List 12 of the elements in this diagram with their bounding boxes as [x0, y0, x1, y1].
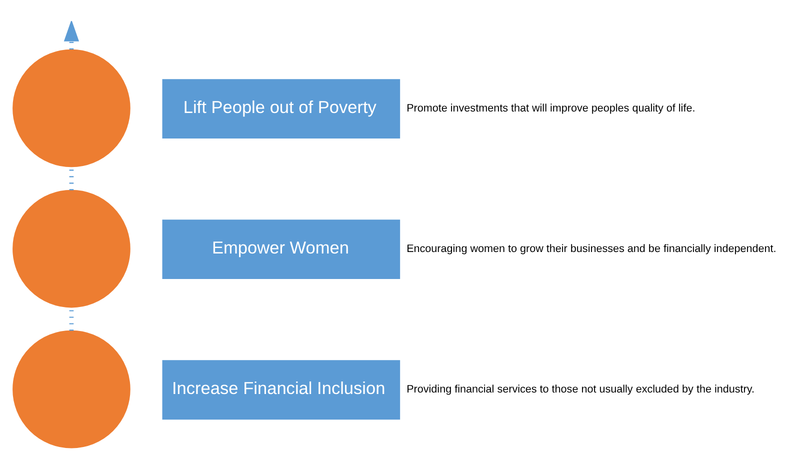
arrow	[64, 21, 80, 50]
node-circle	[12, 49, 130, 168]
node-label: Promote investments that will improve peoples quality of life.	[406, 102, 696, 114]
node-label: Providing financial services to those not usually excluded by the industry.	[406, 384, 754, 396]
node-box: Increase Financial Inclusion	[162, 360, 400, 420]
node-label: Encouraging women to grow their businesses and be financially independent.	[406, 243, 776, 256]
node-circle	[12, 330, 130, 448]
node-box: Empower Women	[162, 220, 400, 280]
node-circle	[12, 190, 130, 308]
connector	[69, 166, 74, 190]
connector	[69, 307, 74, 331]
node-box: Lift People out of Poverty	[162, 79, 400, 139]
